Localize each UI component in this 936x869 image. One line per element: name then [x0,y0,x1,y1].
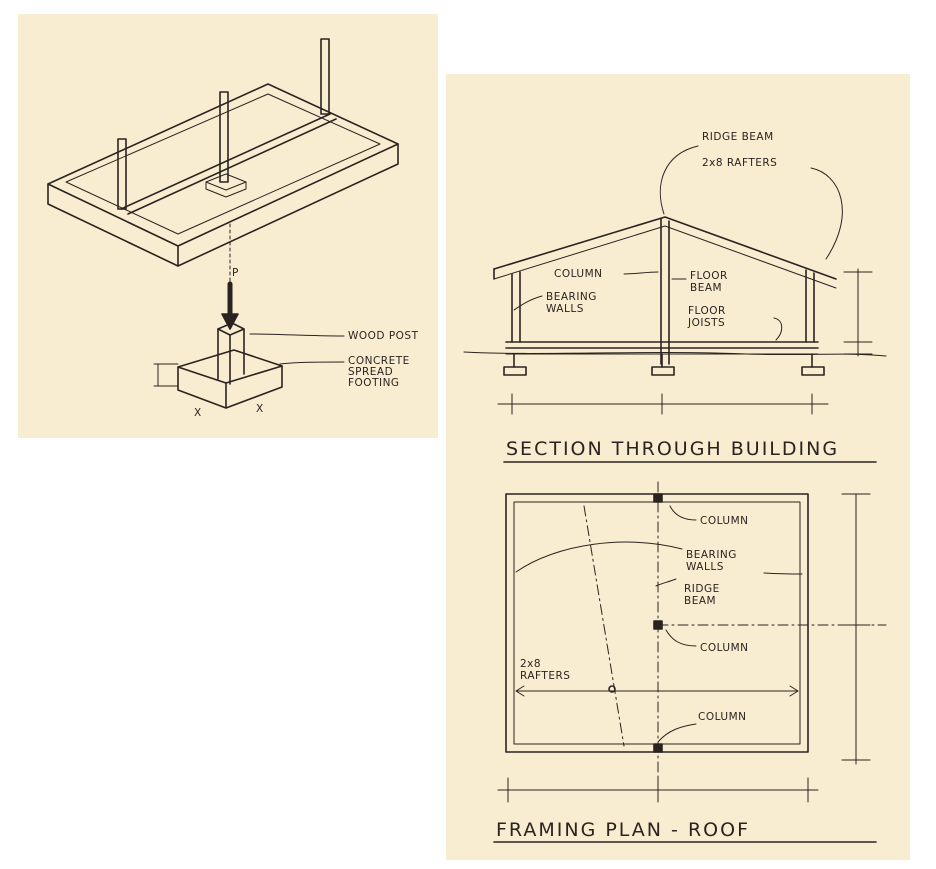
building-sections-panel: RIDGE BEAM 2x8 RAFTERS COLUMN BEARING WA… [446,74,910,860]
column-label-plan-mid: COLUMN [700,642,749,654]
column-label-section: COLUMN [554,268,603,280]
footing-label-2: SPREAD [348,366,393,378]
bearing-walls-label-2: WALLS [546,303,584,315]
wood-post-label: WOOD POST [348,330,419,342]
section-title: SECTION THROUGH BUILDING [506,438,839,460]
column-label-plan-bottom: COLUMN [698,711,747,723]
slab-top-outline [47,83,399,247]
load-label: P [232,267,239,279]
foundation-sketch-panel: P WOOD POST CONCRETE SPREAD FOOTING X X [18,14,438,438]
section-drawing [463,145,887,463]
post-right [320,38,330,115]
bearing-walls-label-1: BEARING [546,291,597,303]
ridge-beam-label: RIDGE BEAM [702,131,774,143]
plan-ridge-beam-2: BEAM [684,595,716,607]
dim-x-left: X [194,407,202,419]
plan-ridge-beam-1: RIDGE [684,583,720,595]
floor-beam-label-2: BEAM [690,282,722,294]
dim-x-right: X [256,403,264,415]
building-drawings: RIDGE BEAM 2x8 RAFTERS COLUMN BEARING WA… [463,131,887,843]
plan-rafters-2: RAFTERS [520,670,570,682]
plan-rafters-1: 2x8 [520,658,541,670]
foundation-sketch: P WOOD POST CONCRETE SPREAD FOOTING X X [47,38,419,419]
roof-line [493,216,837,280]
footing-label-1: CONCRETE [348,355,410,367]
floor-joists-label-2: JOISTS [687,317,725,329]
footing-label-3: FOOTING [348,377,400,389]
plan-drawing [493,481,887,843]
floor-beam-label-1: FLOOR [690,270,728,282]
plan-bearing-walls-2: WALLS [686,561,724,573]
plan-bearing-walls-1: BEARING [686,549,737,561]
rafters-label: 2x8 RAFTERS [702,157,777,169]
floor-joists-label-1: FLOOR [688,305,726,317]
column-label-plan-top: COLUMN [700,515,749,527]
plan-title: FRAMING PLAN - ROOF [496,819,750,841]
post-center [219,91,229,183]
post-left [117,138,127,210]
